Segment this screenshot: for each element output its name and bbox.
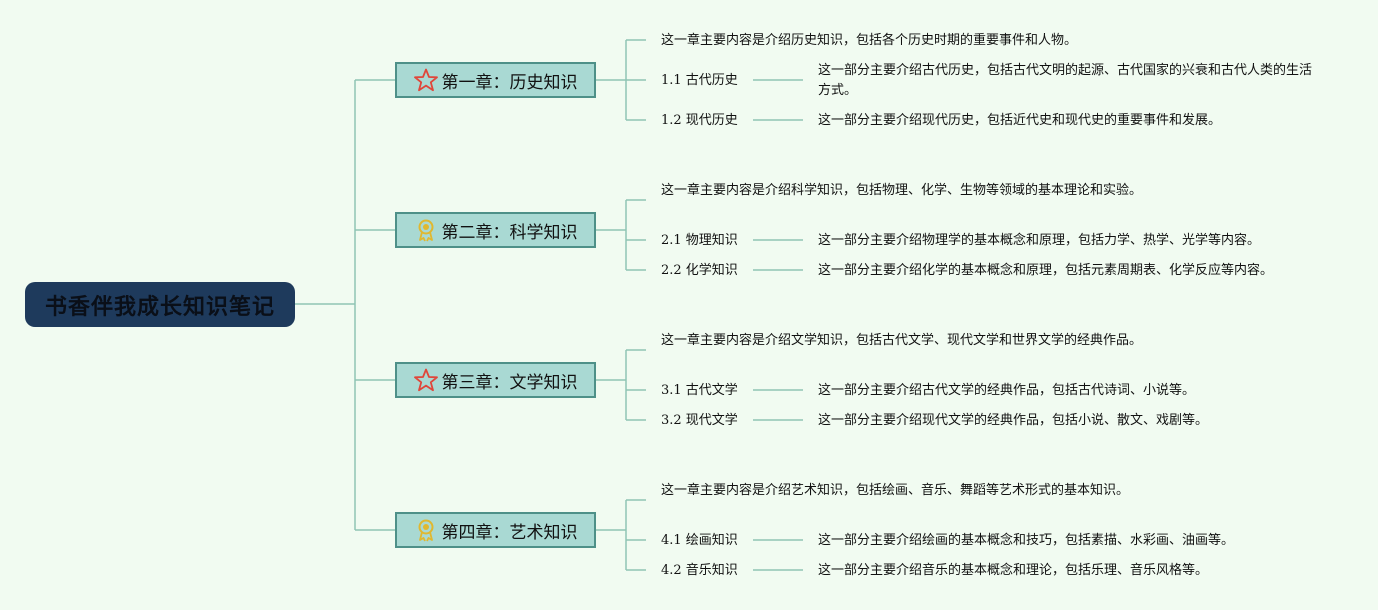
section-description: 这一部分主要介绍音乐的基本概念和理论，包括乐理、音乐风格等。 — [818, 563, 1209, 578]
chapter-title: 第二章：科学知识 — [441, 222, 578, 243]
chapter-node-3[interactable]: 第三章：文学知识 — [395, 362, 596, 398]
star-icon — [413, 368, 438, 392]
section-description: 这一部分主要介绍现代历史，包括近代史和现代史的重要事件和发展。 — [818, 113, 1222, 128]
section-description: 这一部分主要介绍古代文学的经典作品，包括古代诗词、小说等。 — [818, 383, 1196, 398]
chapter-summary: 这一章主要内容是介绍艺术知识，包括绘画、音乐、舞蹈等艺术形式的基本知识。 — [661, 483, 1130, 498]
star-icon — [413, 68, 438, 92]
root-title: 书香伴我成长知识笔记 — [44, 294, 275, 320]
section-node[interactable]: 1.1 古代历史 — [661, 73, 738, 88]
section-description: 这一部分主要介绍现代文学的经典作品，包括小说、散文、戏剧等。 — [818, 413, 1209, 428]
chapter-node-4[interactable]: 第四章：艺术知识 — [395, 512, 596, 548]
chapter-node-1[interactable]: 第一章：历史知识 — [395, 62, 596, 98]
chapter-title: 第四章：艺术知识 — [441, 522, 578, 543]
section-description: 这一部分主要介绍古代历史，包括古代文明的起源、古代国家的兴衰和古代人类的生活方式… — [818, 63, 1313, 98]
chapter-summary: 这一章主要内容是介绍文学知识，包括古代文学、现代文学和世界文学的经典作品。 — [661, 333, 1143, 348]
section-description: 这一部分主要介绍绘画的基本概念和技巧，包括素描、水彩画、油画等。 — [818, 533, 1235, 548]
section-node[interactable]: 4.1 绘画知识 — [661, 533, 738, 548]
medal-icon — [414, 518, 438, 542]
section-description: 这一部分主要介绍化学的基本概念和原理，包括元素周期表、化学反应等内容。 — [818, 263, 1274, 278]
root-node[interactable]: 书香伴我成长知识笔记 — [25, 282, 295, 327]
medal-icon — [414, 218, 438, 242]
section-node[interactable]: 2.1 物理知识 — [661, 233, 738, 248]
section-description: 这一部分主要介绍物理学的基本概念和原理，包括力学、热学、光学等内容。 — [818, 233, 1261, 248]
chapter-title: 第三章：文学知识 — [441, 372, 578, 393]
section-node[interactable]: 3.1 古代文学 — [661, 383, 738, 398]
chapter-node-2[interactable]: 第二章：科学知识 — [395, 212, 596, 248]
chapter-summary: 这一章主要内容是介绍历史知识，包括各个历史时期的重要事件和人物。 — [661, 33, 1078, 48]
section-node[interactable]: 2.2 化学知识 — [661, 263, 738, 278]
chapter-summary: 这一章主要内容是介绍科学知识，包括物理、化学、生物等领域的基本理论和实验。 — [661, 183, 1143, 198]
section-node[interactable]: 4.2 音乐知识 — [661, 563, 738, 578]
section-node[interactable]: 1.2 现代历史 — [661, 113, 738, 128]
section-node[interactable]: 3.2 现代文学 — [661, 413, 738, 428]
chapter-title: 第一章：历史知识 — [441, 72, 578, 93]
